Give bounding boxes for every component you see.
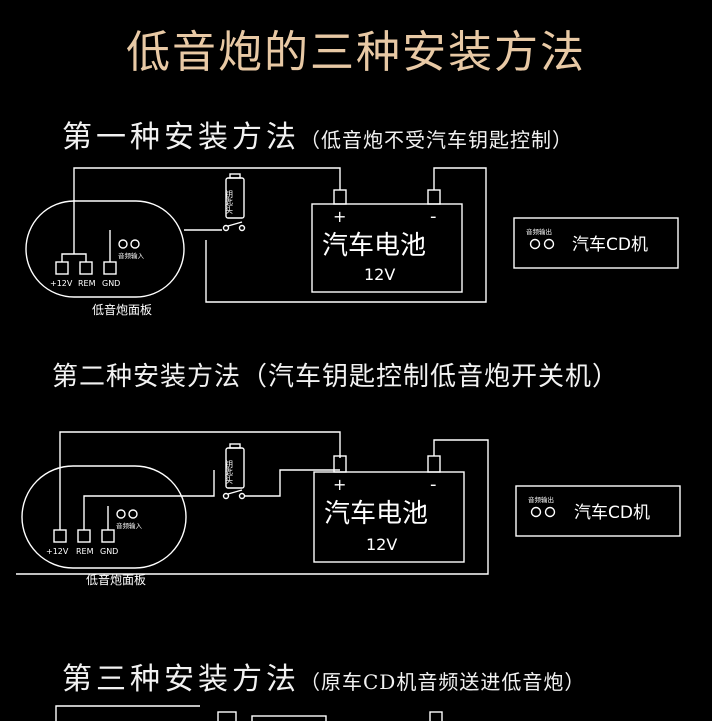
method2-terminal-label-gnd: GND [100, 547, 118, 556]
method1-terminal-gnd [103, 261, 117, 275]
method1-subtitle: （低音炮不受汽车钥匙控制） [300, 128, 573, 152]
method1-terminal-rem [79, 261, 93, 275]
method3-title: 第三种安装方法（原车CD机音频送进低音炮） [62, 654, 585, 698]
method1-wire-12v-up [73, 167, 341, 254]
method1-cd-audio-out: 音频输出 [526, 227, 552, 236]
method2-key-label: 钥匙头 [225, 459, 234, 485]
method2-cd-player [515, 485, 681, 537]
method1-wire-minus [205, 167, 487, 303]
method1-terminal-label-rem: REM [78, 279, 96, 288]
method2-battery [313, 471, 465, 563]
method1-labels: +12V REM GND 音频输入 低音炮面板 钥匙头 + - 汽车电池 12V… [50, 189, 648, 317]
method1-cd-player [513, 217, 679, 269]
method2-battery-voltage: 12V [366, 535, 397, 554]
method1-title-text: 第一种安装方法 [62, 120, 300, 155]
method2-wire-12v [59, 431, 341, 530]
method1-audio-in-label: 音频输入 [118, 251, 145, 260]
method1-terminal-12v [55, 261, 69, 275]
method2-terminal-gnd [101, 529, 115, 543]
method1-battery-label: 汽车电池 [322, 231, 426, 261]
method1-diagram [25, 167, 679, 303]
method2-wire-minus [16, 439, 489, 575]
method2-battery-minus: - [430, 474, 437, 495]
method1-title: 第一种安装方法（低音炮不受汽车钥匙控制） [62, 112, 573, 156]
method2-terminal-rem [77, 529, 91, 543]
method2-cd-label: 汽车CD机 [574, 503, 650, 523]
method1-battery [311, 203, 463, 293]
method3-title-text: 第三种安装方法 [62, 662, 300, 697]
method2-battery-plus: + [333, 475, 346, 494]
method2-battery-label: 汽车电池 [324, 499, 428, 529]
method1-panel-label: 低音炮面板 [92, 302, 152, 317]
method2-panel-label: 低音炮面板 [86, 572, 146, 587]
method1-terminal-label-gnd: GND [102, 279, 120, 288]
method2-terminal-label-rem: REM [76, 547, 94, 556]
method2-subwoofer-panel [21, 465, 187, 569]
method3-subtitle: （原车CD机音频送进低音炮） [300, 670, 586, 694]
method1-battery-plus: + [333, 207, 346, 226]
method1-battery-voltage: 12V [364, 265, 395, 284]
method1-wire-12v-rem [61, 253, 87, 262]
method1-cd-label: 汽车CD机 [572, 235, 648, 255]
method1-subwoofer-panel [25, 200, 185, 298]
method2-terminal-label-12v: +12V [46, 547, 69, 556]
method2-audio-in-label: 音频输入 [116, 521, 143, 530]
method2-wire-rem [83, 470, 215, 530]
method2-terminal-12v [53, 529, 67, 543]
page-title: 低音炮的三种安装方法 [126, 27, 586, 78]
method2-diagram [16, 431, 681, 575]
method2-labels: +12V REM GND 音频输入 低音炮面板 钥匙头 + - 汽车电池 12V… [46, 459, 650, 587]
method3-diagram [55, 705, 443, 721]
method1-terminal-label-12v: +12V [50, 279, 73, 288]
method1-battery-minus: - [430, 206, 437, 227]
method2-title: 第二种安装方法（汽车钥匙控制低音炮开关机） [52, 362, 620, 392]
method2-cd-audio-out: 音频输出 [528, 495, 554, 504]
method1-key-label: 钥匙头 [225, 189, 234, 215]
